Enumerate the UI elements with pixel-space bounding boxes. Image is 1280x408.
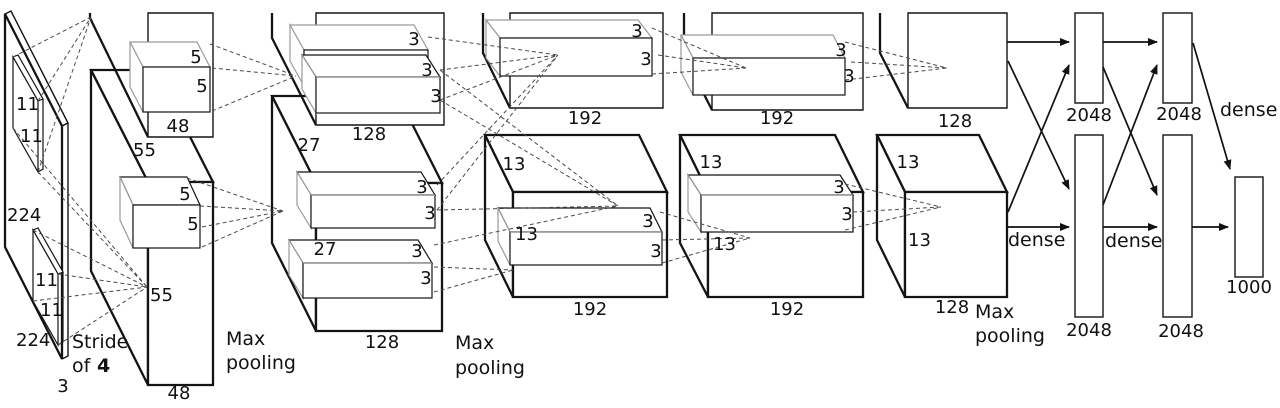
label-conv4-depth-top: 192 <box>760 108 794 129</box>
label-input-filter-2: 11 <box>20 126 43 147</box>
receptive-field-dashed-lines <box>12 16 948 346</box>
label-conv5-size-front: 13 <box>908 230 931 251</box>
label-pool1-line1: Max <box>226 328 265 350</box>
fc6-bars <box>1074 12 1104 318</box>
label-conv2-filter-7: 3 <box>420 268 431 289</box>
label-input-depth: 3 <box>57 376 68 397</box>
label-conv3-filter-2: 3 <box>640 49 651 70</box>
label-conv1-filter-3: 5 <box>179 184 190 205</box>
fc7-bars <box>1162 12 1193 318</box>
label-conv2-filter-5: 3 <box>424 203 435 224</box>
label-conv2-filter-2: 3 <box>421 60 432 81</box>
label-fc7-units-top: 2048 <box>1156 104 1202 125</box>
label-conv1-depth-bottom: 48 <box>168 383 191 404</box>
label-input-filter-1: 11 <box>16 94 39 115</box>
label-stride-line2-value: 4 <box>97 355 110 377</box>
label-pool5-line2: pooling <box>975 325 1045 347</box>
conv2-filter-box-c <box>295 169 437 231</box>
label-conv4-size-top: 13 <box>700 152 723 173</box>
label-input-height: 224 <box>7 205 41 226</box>
label-conv2-filter-6: 3 <box>411 241 422 262</box>
label-conv4-filter-3: 3 <box>833 177 844 198</box>
label-conv1-size-bottom: 55 <box>150 285 173 306</box>
label-conv3-filter-3: 3 <box>642 211 653 232</box>
label-pool1-line2: pooling <box>226 352 296 374</box>
label-conv1-filter-1: 5 <box>190 47 201 68</box>
label-fc6-dense: dense <box>1008 229 1065 251</box>
conv5-top-slab <box>878 12 1008 109</box>
label-stride-line1: Stride <box>72 331 128 353</box>
label-fc7-dense: dense <box>1105 230 1162 252</box>
label-conv3-depth-top: 192 <box>568 108 602 129</box>
label-conv3-size-front: 13 <box>515 224 538 245</box>
label-input-filter-3: 11 <box>35 270 58 291</box>
label-pool2-line1: Max <box>455 332 494 354</box>
conv2-filter-box-d <box>287 237 434 301</box>
label-stride-line2-prefix: of <box>72 355 92 377</box>
label-conv3-filter-1: 3 <box>631 21 642 42</box>
conv5-bottom-cube <box>875 133 1009 299</box>
label-conv1-depth-top: 48 <box>167 116 190 137</box>
label-fc6-units-bottom: 2048 <box>1066 320 1112 341</box>
label-conv2-depth-bottom: 128 <box>365 332 399 353</box>
label-pool2-line2: pooling <box>455 357 525 379</box>
label-conv1-filter-2: 5 <box>196 76 207 97</box>
label-conv2-filter-1: 3 <box>408 29 419 50</box>
label-conv3-filter-4: 3 <box>650 241 661 262</box>
label-fc8-dense: dense <box>1220 99 1277 121</box>
label-conv3-depth-bottom: 192 <box>573 299 607 320</box>
dense-connection-arrows <box>1007 38 1232 231</box>
label-fc6-units-top: 2048 <box>1066 105 1112 126</box>
label-conv4-depth-bottom: 192 <box>770 299 804 320</box>
label-fc7-units-bottom: 2048 <box>1158 321 1204 342</box>
conv4-filter-box-top <box>680 34 846 96</box>
label-conv2-filter-4: 3 <box>416 177 427 198</box>
label-input-width: 224 <box>16 330 50 351</box>
conv2-filter-box-b <box>300 52 442 116</box>
label-conv5-depth-top: 128 <box>938 111 972 132</box>
label-conv4-size-front: 13 <box>713 234 736 255</box>
label-conv4-filter-2: 3 <box>843 66 854 87</box>
label-conv2-depth-top: 128 <box>352 124 386 145</box>
label-fc8-units: 1000 <box>1226 277 1272 298</box>
conv3-filter-box-bottom <box>497 207 663 266</box>
fc8-output-bar <box>1234 176 1264 278</box>
label-pool5-line1: Max <box>975 301 1014 323</box>
label-conv2-size-top: 27 <box>298 135 321 156</box>
label-conv1-filter-4: 5 <box>187 214 198 235</box>
label-conv2-filter-3: 3 <box>430 86 441 107</box>
label-conv1-size-top: 55 <box>133 140 156 161</box>
conv4-filter-box-bottom <box>686 172 855 235</box>
label-conv4-filter-1: 3 <box>835 40 846 61</box>
label-conv2-size-bottom: 27 <box>314 239 337 260</box>
labels: 224 224 3 11 11 11 11 Stride of 4 5 5 48… <box>7 21 1277 404</box>
conv3-filter-box-top <box>484 18 654 78</box>
label-conv5-size-top: 13 <box>897 152 920 173</box>
label-conv5-depth-bottom: 128 <box>935 297 969 318</box>
conv1-filter-box-bottom <box>119 176 201 249</box>
conv1-filter-box-top <box>129 41 211 113</box>
label-conv3-size-top: 13 <box>503 154 526 175</box>
label-conv4-filter-4: 3 <box>841 204 852 225</box>
label-input-filter-4: 11 <box>40 300 63 321</box>
